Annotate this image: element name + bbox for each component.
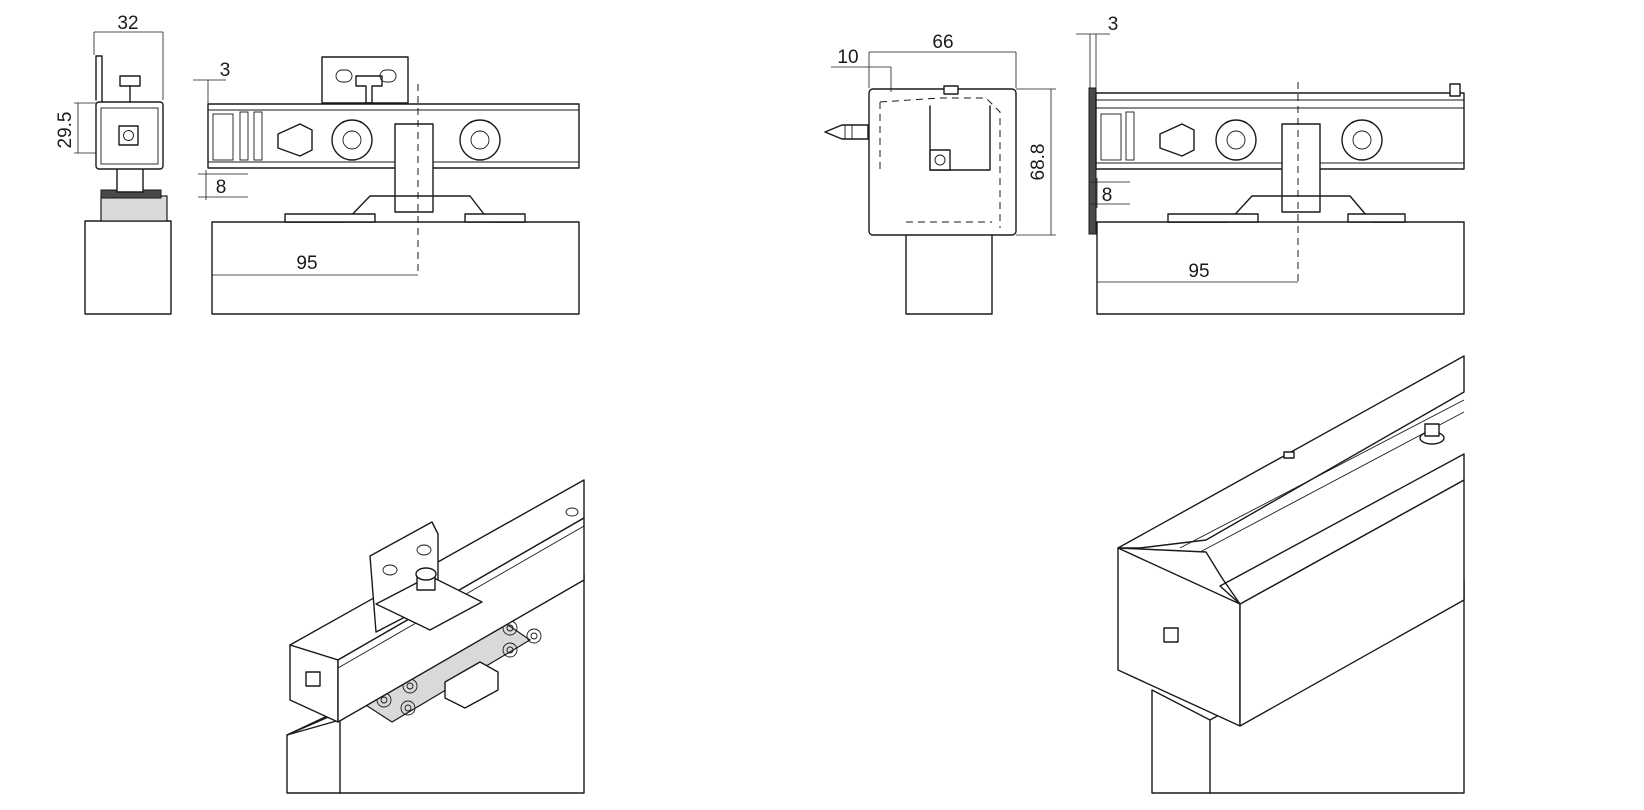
dim-c-height: 68.8 bbox=[1028, 144, 1049, 181]
dim-c-small: 10 bbox=[837, 47, 858, 68]
dim-a-width: 32 bbox=[117, 13, 138, 34]
view-wall-mount-isometric bbox=[1117, 355, 1465, 794]
dim-b-bottom: 8 bbox=[216, 177, 227, 198]
brand-badge-icon-3 bbox=[305, 671, 321, 687]
dim-b-offset: 95 bbox=[296, 253, 317, 274]
brand-badge-icon bbox=[118, 125, 139, 146]
dim-d-top: 3 bbox=[1108, 14, 1119, 35]
dim-b-top: 3 bbox=[220, 60, 231, 81]
view-ceiling-front-section: 3 8 95 bbox=[193, 56, 580, 315]
dim-d-offset: 95 bbox=[1188, 261, 1209, 282]
brand-badge-icon-4 bbox=[1163, 627, 1179, 643]
view-wall-mount-section: 66 10 68.8 bbox=[824, 32, 1056, 315]
brand-badge-icon-2 bbox=[929, 149, 951, 171]
dim-c-width: 66 bbox=[932, 32, 953, 53]
view-ceiling-mount-section: 32 29.5 bbox=[55, 13, 172, 315]
view-wall-front-section: 3 8 95 bbox=[1076, 14, 1465, 315]
view-ceiling-mount-isometric bbox=[286, 479, 585, 794]
dim-d-bottom: 8 bbox=[1102, 185, 1113, 206]
dim-a-height: 29.5 bbox=[55, 112, 76, 149]
